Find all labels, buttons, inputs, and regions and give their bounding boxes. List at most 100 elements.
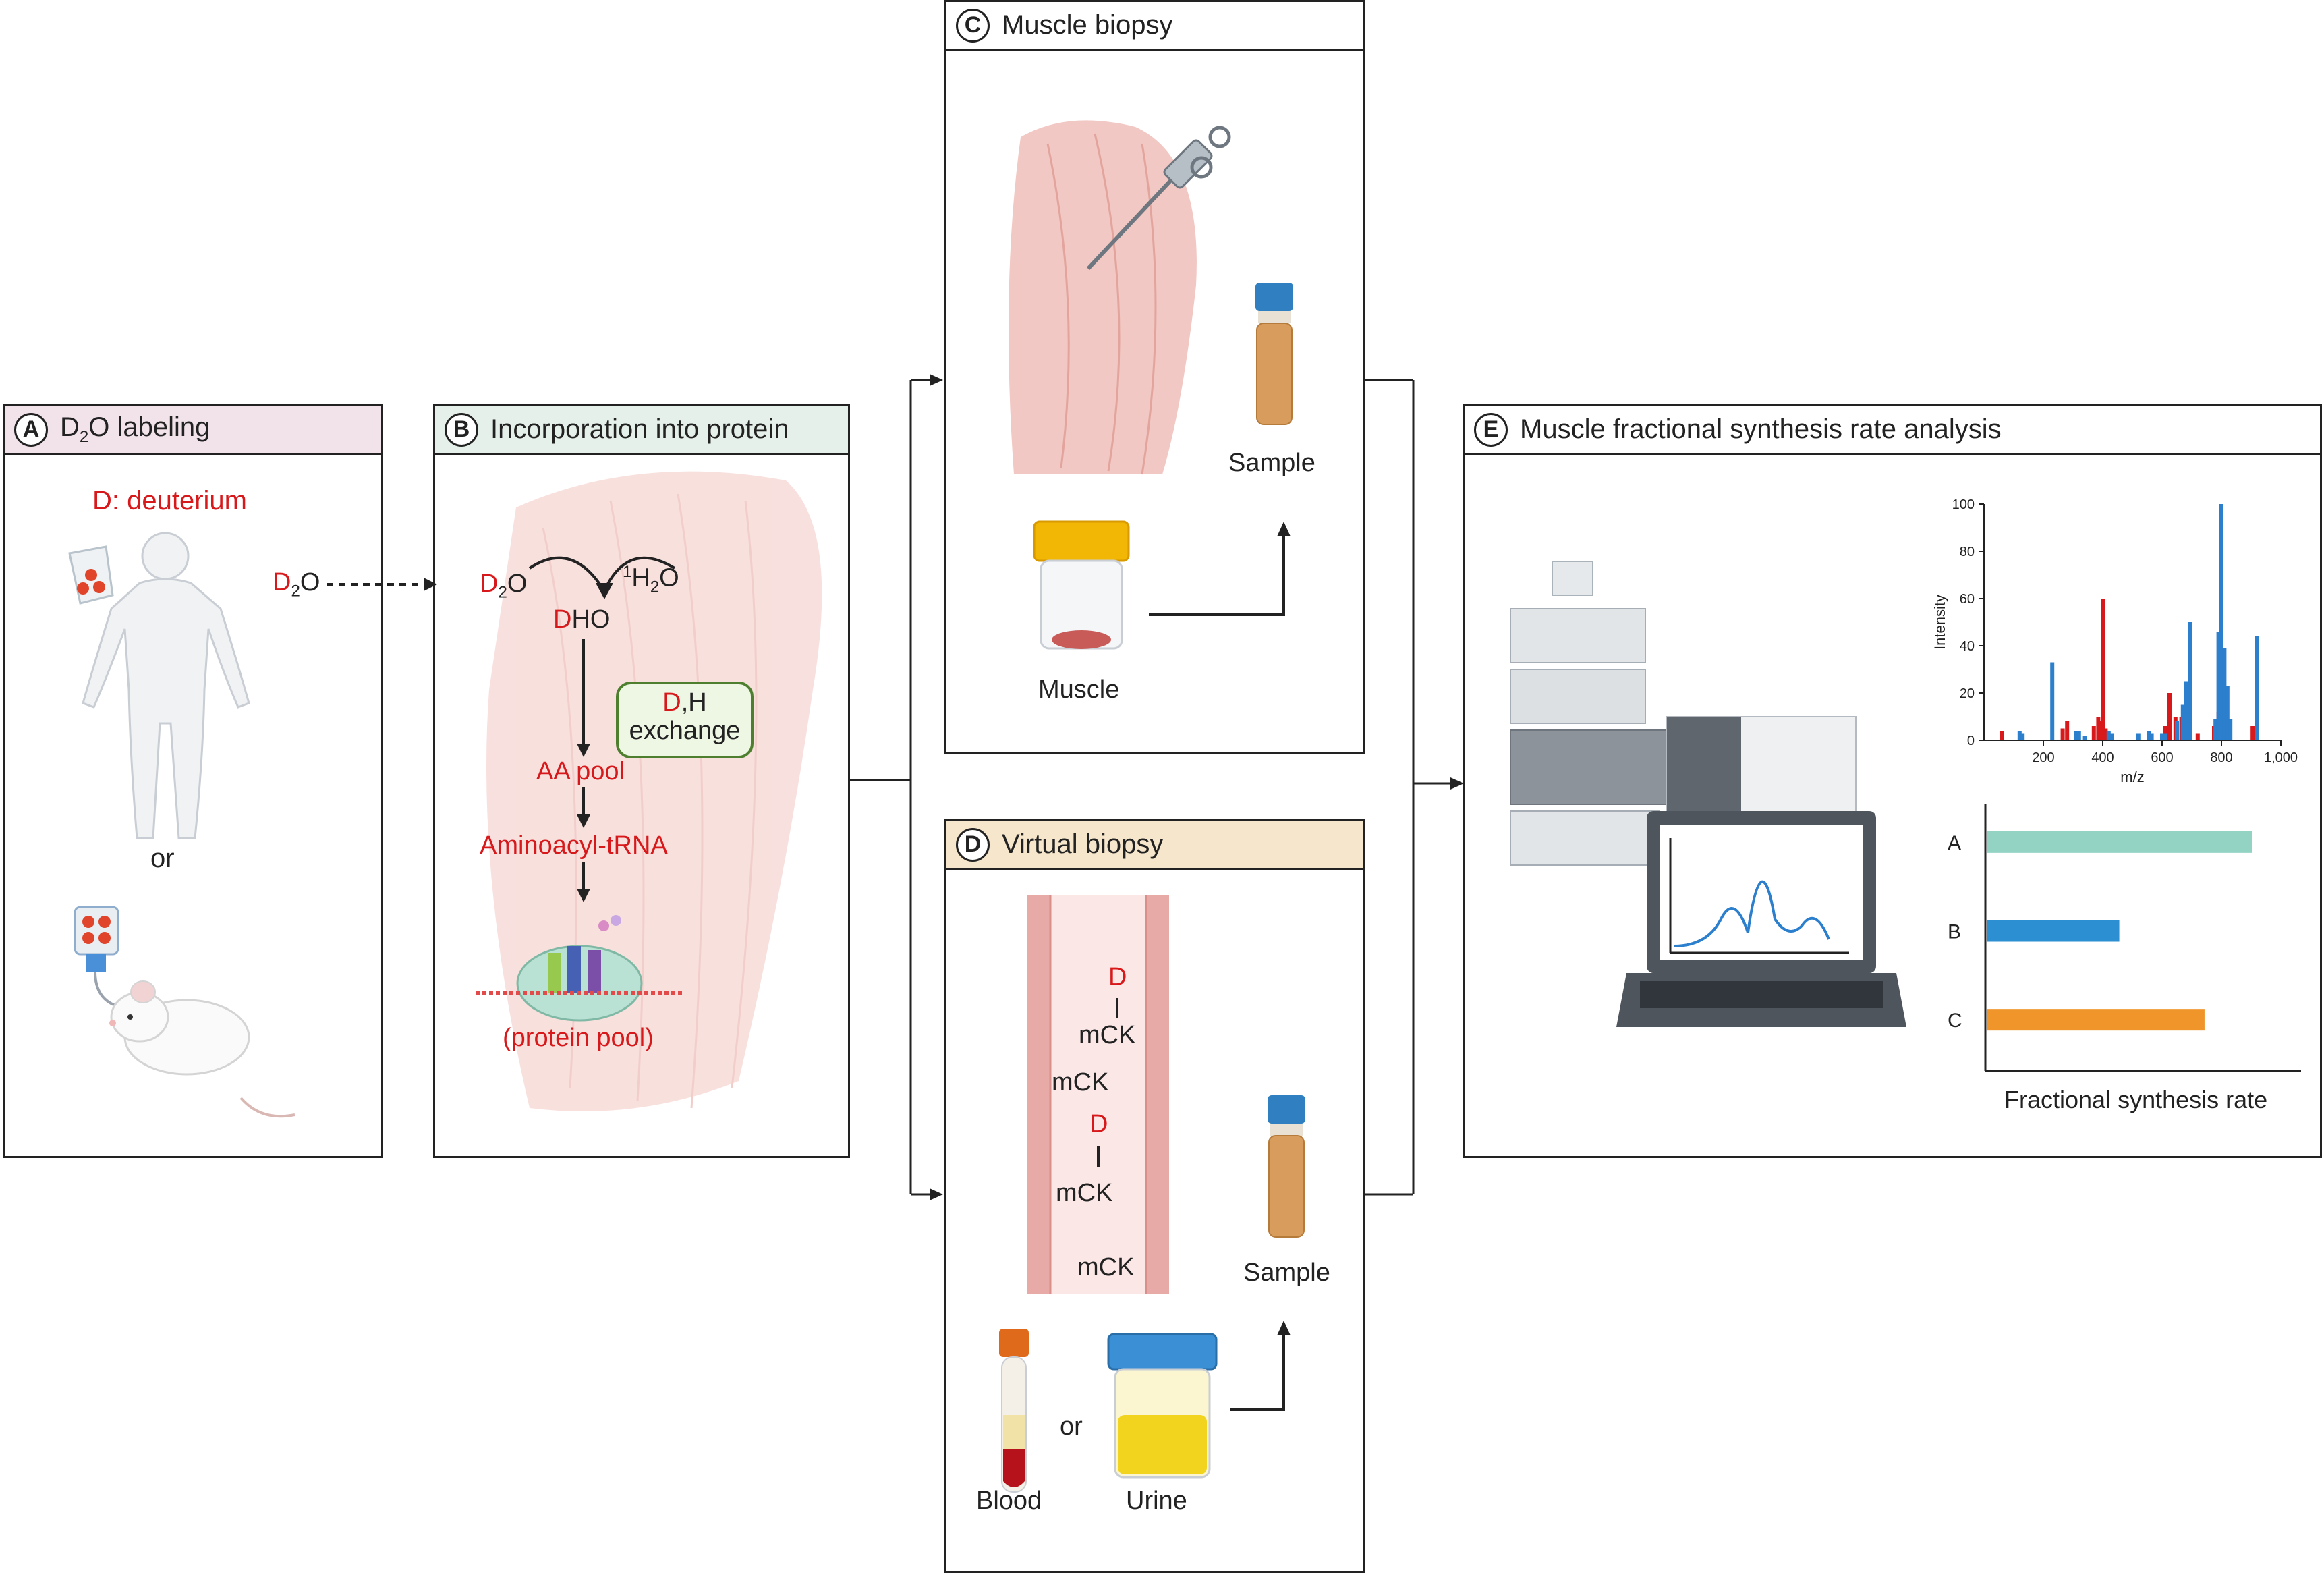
fsr-category-label: A (1948, 832, 1961, 854)
spectrum-peak (2147, 731, 2151, 740)
x-tick-label: 1,000 (2264, 750, 2298, 765)
y-tick-label: 80 (1960, 545, 1975, 559)
spectrum-peak (2060, 728, 2065, 740)
or-label: or (150, 844, 175, 873)
fsr-bar (1987, 831, 2252, 853)
panel-e: E Muscle fractional synthesis rate analy… (1463, 404, 2322, 1158)
spectrum-peak (2076, 731, 2081, 740)
y-tick-label: 0 (1967, 734, 1975, 748)
spectrum-peak (2020, 733, 2025, 740)
x-axis-label: m/z (2120, 769, 2144, 785)
panel-b-header: B Incorporation into protein (435, 406, 848, 455)
urine-container-icon (1107, 1333, 1218, 1479)
spectrum-peak (2101, 599, 2105, 740)
panel-b-letter: B (445, 412, 478, 447)
spectrum-peak (2050, 662, 2055, 740)
spectrum-peak (2250, 726, 2255, 740)
panel-c-header: C Muscle biopsy (946, 2, 1363, 51)
mck-label-4: mCK (1077, 1253, 1135, 1281)
human-silhouette-icon (82, 532, 250, 839)
spectrum-peak (2065, 721, 2070, 740)
spectrum-peak (2109, 733, 2114, 740)
thigh-muscle-icon (1009, 120, 1197, 475)
h2o-label: 1H2O (623, 563, 679, 597)
mass-spectrum-chart: 0 20 40 60 80 100 200 400 600 800 1,000 m/z Intensit… (1931, 497, 2298, 785)
y-tick-label: 20 (1960, 686, 1975, 701)
panel-a: A D2O labeling D: deuterium (3, 404, 383, 1158)
sample-vial-icon (1268, 1095, 1305, 1238)
exchange-box (616, 682, 754, 758)
panel-a-illustrations (68, 532, 295, 1118)
blood-label: Blood (976, 1487, 1042, 1515)
panel-a-title: D2O labeling (60, 412, 210, 446)
spectrum-peak (2103, 728, 2108, 740)
panel-e-illustrations: 0 20 40 60 80 100 200 400 600 800 1,000 m/z Intensit… (1510, 497, 2301, 1072)
spectrum-peak (2184, 681, 2188, 740)
spectrum-peak (2188, 622, 2192, 740)
panel-b-illustrations (476, 471, 822, 1111)
y-tick-label: 100 (1952, 497, 1975, 512)
panel-e-letter: E (1474, 412, 1508, 447)
fsr-category-label: C (1948, 1010, 1962, 1032)
mck-label-1: mCK (1079, 1021, 1136, 1049)
y-axis-label: Intensity (1931, 595, 1948, 650)
spectrum-peak (2096, 717, 2101, 740)
spectrum-peak (2106, 731, 2111, 740)
mck-label-2: mCK (1052, 1068, 1109, 1097)
fsr-bar-chart: ABC (1948, 804, 2301, 1072)
spectrum-peak (2167, 693, 2172, 740)
or-label: or (1060, 1412, 1083, 1441)
fsr-axis-label: Fractional synthesis rate (2004, 1086, 2268, 1113)
x-tick-label: 800 (2210, 750, 2232, 765)
spectrum-peak (2074, 731, 2078, 740)
panel-d: D Virtual biopsy D (944, 819, 1365, 1573)
mck-label-3: mCK (1056, 1179, 1113, 1207)
urine-label: Urine (1126, 1487, 1187, 1515)
panel-d-title: Virtual biopsy (1002, 829, 1164, 859)
x-tick-label: 600 (2151, 750, 2173, 765)
biopsy-needle-icon (1086, 126, 1231, 271)
aa-pool-label: AA pool (536, 757, 625, 785)
panel-a-letter: A (14, 412, 48, 447)
panel-a-header: A D2O labeling (5, 406, 381, 455)
panel-e-header: E Muscle fractional synthesis rate analy… (1465, 406, 2320, 455)
spectrum-peak (2149, 733, 2154, 740)
dho-label: DHO (553, 605, 611, 634)
d-label-1: D (1108, 963, 1127, 991)
muscle-label: Muscle (1038, 675, 1120, 704)
x-tick-label: 400 (2091, 750, 2114, 765)
spectrum-peak (2160, 733, 2164, 740)
panel-d-header: D Virtual biopsy (946, 821, 1363, 870)
blood-tube-icon (999, 1329, 1029, 1493)
muscle-container-icon (1033, 520, 1130, 650)
y-tick-label: 60 (1960, 592, 1975, 607)
water-cup-icon (68, 545, 114, 605)
spectrum-peak (2163, 733, 2167, 740)
spectrum-peak (2175, 721, 2179, 740)
deuterium-label: D: deuterium (92, 486, 247, 516)
y-tick-label: 40 (1960, 639, 1975, 654)
panel-c-letter: C (956, 8, 990, 43)
spectrum-peak (2255, 636, 2259, 740)
spectrum-peak (2082, 736, 2087, 740)
spectrum-peak (2216, 632, 2221, 740)
spectrum-peak (2228, 719, 2233, 740)
d-label-2: D (1089, 1110, 1108, 1138)
x-tick-label: 200 (2032, 750, 2054, 765)
spectrum-peak (2180, 704, 2185, 740)
sample-label: Sample (1243, 1259, 1330, 1287)
fsr-bar (1987, 1009, 2205, 1031)
protein-pool-label: (protein pool) (503, 1024, 654, 1052)
spectrum-peak (2225, 686, 2230, 740)
fsr-bar (1987, 920, 2120, 942)
panel-c-title: Muscle biopsy (1002, 10, 1173, 40)
spectrum-peak (2091, 726, 2096, 740)
spectrum-peak (2136, 733, 2141, 740)
d2o-input-label: D2O (273, 568, 320, 601)
spectrum-peak (2195, 733, 2200, 740)
panel-d-illustrations (999, 895, 1305, 1493)
spectrum-peak (2000, 731, 2004, 740)
panel-c-illustrations (1009, 120, 1293, 650)
mouse-icon (109, 980, 295, 1118)
